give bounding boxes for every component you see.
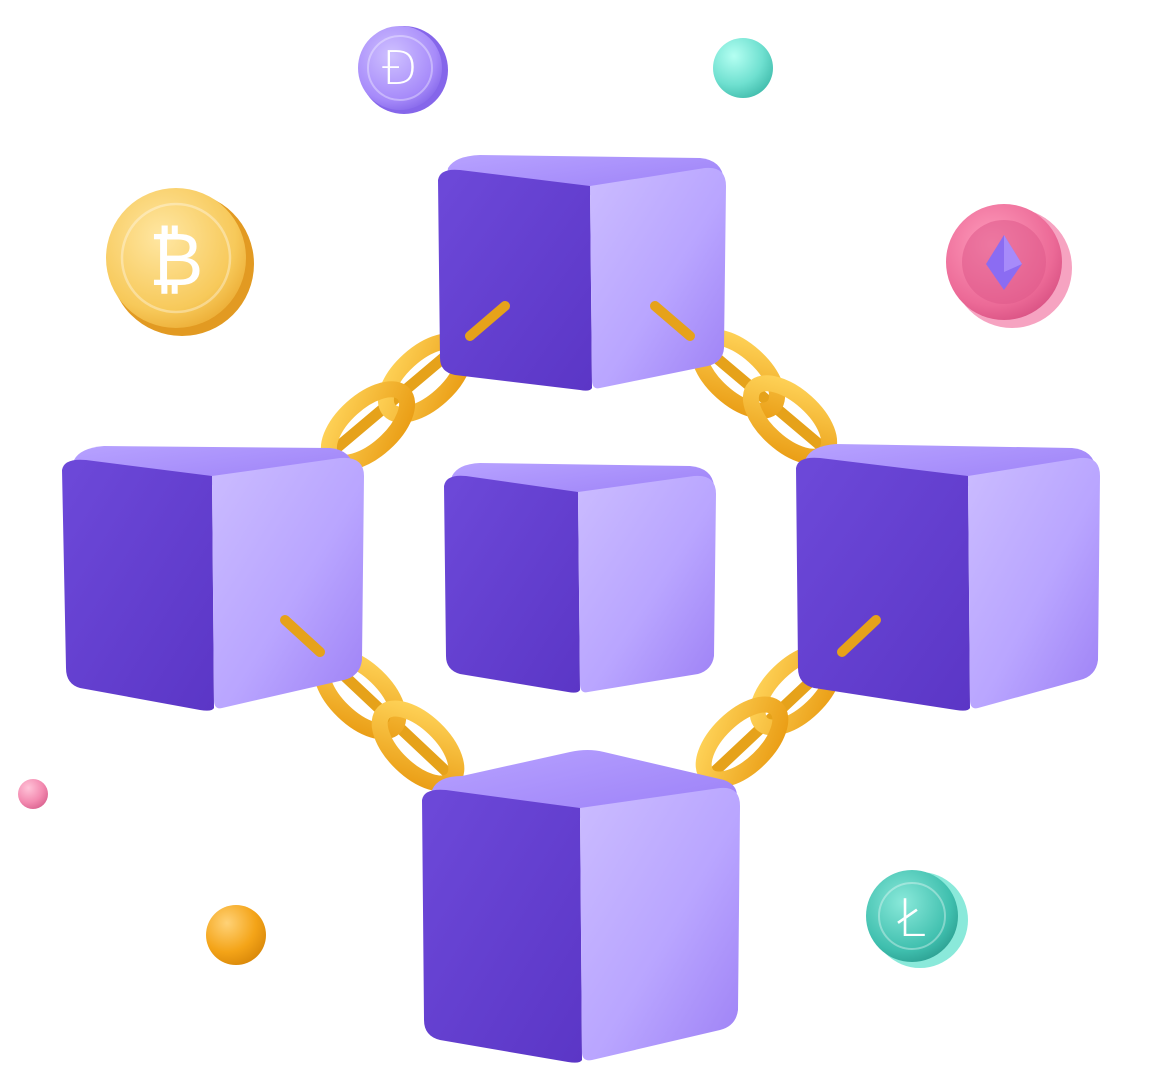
block-cube-bottom bbox=[422, 750, 740, 1063]
bitcoin-icon: ₿ bbox=[106, 188, 254, 336]
orange-sphere bbox=[206, 905, 266, 965]
block-cube-center bbox=[444, 463, 716, 693]
ethereum-icon bbox=[946, 204, 1072, 328]
pink-sphere bbox=[18, 779, 48, 809]
chain-tips bbox=[280, 301, 881, 657]
dogecoin-icon: Ð bbox=[358, 26, 448, 114]
bitcoin-symbol: ₿ bbox=[149, 217, 204, 303]
mint-sphere bbox=[713, 38, 773, 98]
dogecoin-symbol: Ð bbox=[382, 41, 418, 95]
block-cube-left bbox=[62, 446, 364, 711]
litecoin-icon: Ł bbox=[866, 870, 968, 968]
block-cube-top bbox=[438, 155, 726, 391]
block-cube-right bbox=[796, 444, 1100, 711]
litecoin-symbol: Ł bbox=[896, 889, 926, 949]
